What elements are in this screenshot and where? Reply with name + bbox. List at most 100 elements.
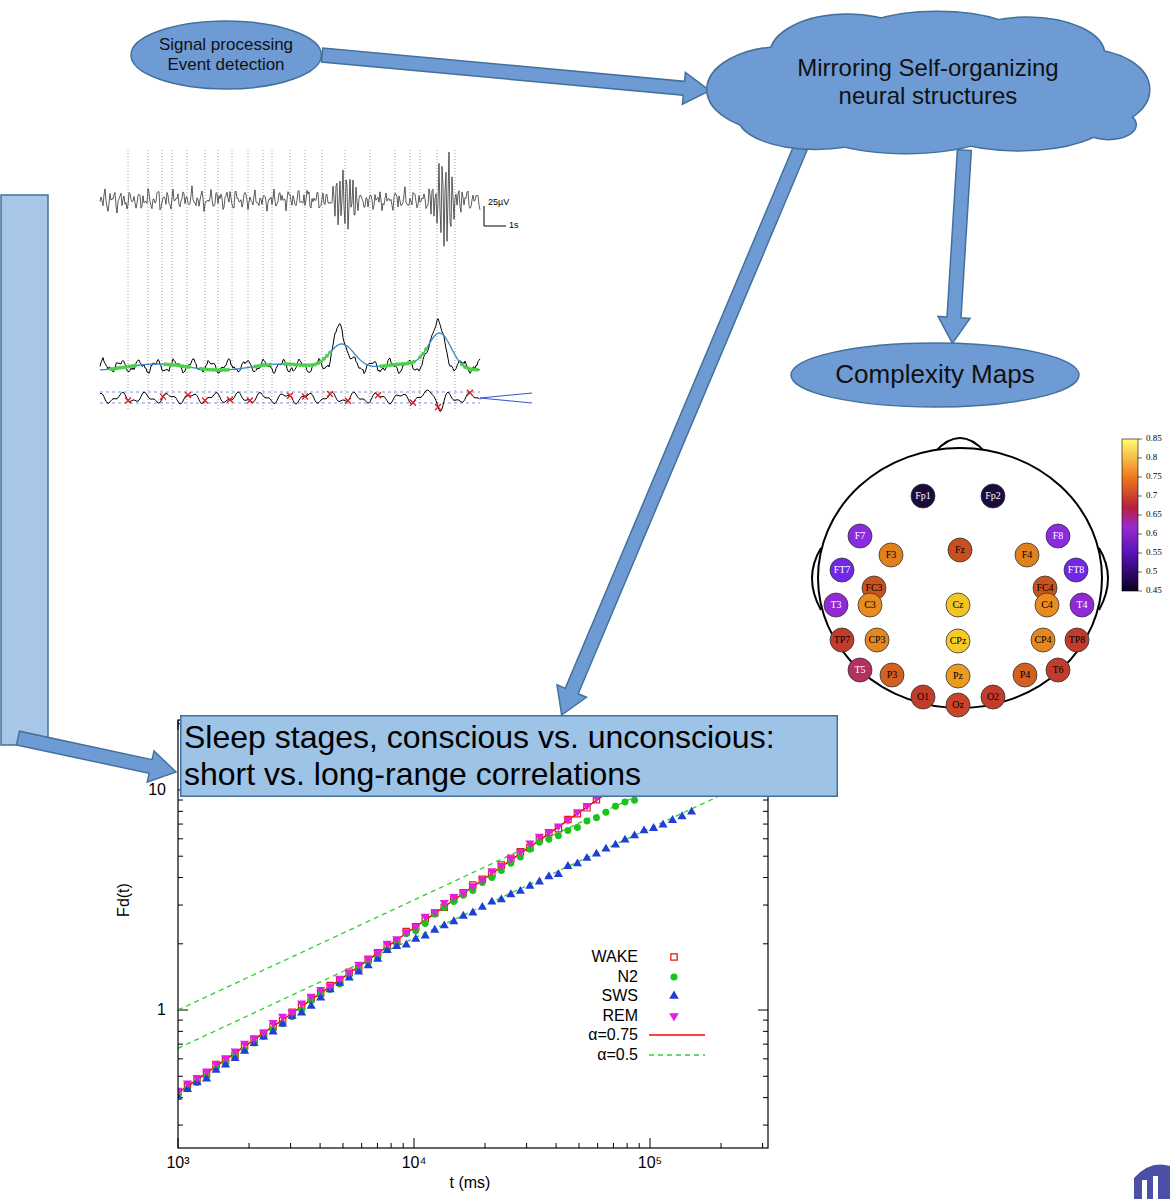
electrode-circle: F4	[1014, 542, 1040, 568]
data-point	[392, 936, 401, 944]
colorbar-tick: 0.45	[1146, 586, 1162, 596]
colorbar-tick: 0.55	[1146, 548, 1162, 558]
legend-sample	[646, 949, 708, 965]
ellipse-fill	[1046, 524, 1070, 548]
x-tick	[639, 1143, 640, 1148]
data-point	[345, 970, 354, 978]
node-text: P4	[1020, 669, 1031, 681]
y-tick	[178, 905, 183, 906]
ellipse-fill	[1070, 593, 1094, 617]
cloud-lump	[770, 40, 1085, 125]
y-tick	[763, 877, 768, 878]
data-point	[620, 835, 629, 843]
y-tick	[178, 1076, 183, 1077]
colorbar-tick: 0.85	[1146, 434, 1162, 444]
node-text: Cz	[952, 599, 963, 611]
electrode-circle: Oz	[945, 692, 971, 718]
x-tick	[361, 1143, 362, 1148]
colorbar-tick: 0.6	[1146, 529, 1157, 539]
scale-bar	[484, 206, 506, 226]
event-cross	[227, 397, 233, 403]
event-line	[370, 150, 371, 410]
data-point	[202, 1068, 211, 1076]
data-point	[544, 829, 553, 837]
ellipse-fill	[879, 543, 903, 567]
event-line	[248, 150, 249, 410]
electrode-circle: Fp2	[980, 483, 1006, 509]
node-text: CP4	[1034, 634, 1051, 646]
event-markers	[128, 150, 455, 410]
event-cross	[302, 394, 308, 400]
data-point	[592, 849, 601, 857]
x-tick	[342, 1143, 343, 1148]
event-line	[437, 150, 438, 410]
node-text: Mirroring Self-organizing neural structu…	[778, 54, 1078, 109]
event-line	[410, 150, 411, 410]
detection-dot	[424, 347, 428, 351]
event-cross	[435, 404, 441, 410]
x-tick	[721, 1143, 722, 1148]
node-text: T4	[1076, 599, 1087, 611]
detection-dot	[325, 354, 329, 358]
x-tick	[613, 1143, 614, 1148]
electrode-circle: O2	[980, 684, 1006, 710]
node-text: F7	[855, 530, 866, 542]
node-text: FC4	[1036, 582, 1053, 594]
event-line	[232, 150, 233, 410]
data-point	[402, 929, 411, 937]
y-tick	[763, 824, 768, 825]
detection-dot	[421, 352, 425, 356]
electrode-circle: Cz	[945, 592, 971, 618]
data-point	[468, 908, 477, 916]
x-tick	[290, 1143, 291, 1148]
node-text: Fp2	[985, 490, 1001, 502]
legend-marker	[669, 1013, 679, 1021]
electrode-circle: Pz	[945, 663, 971, 689]
data-point	[525, 881, 534, 889]
ellipse-fill	[946, 593, 970, 617]
y-tick	[178, 1031, 183, 1032]
legend-text: N2	[618, 968, 638, 986]
smoothed-trace	[100, 333, 480, 370]
axis-title: Fd(t)	[115, 883, 133, 917]
legend-text: α=0.5	[597, 1046, 638, 1064]
data-point	[354, 962, 363, 970]
ellipse-fill	[1065, 628, 1089, 652]
x-tick	[377, 1143, 378, 1148]
text-group: O2	[987, 691, 999, 703]
axis-title: t (ms)	[450, 1174, 491, 1192]
node-text: T6	[1052, 664, 1063, 676]
x-tick	[578, 1143, 579, 1148]
axis-tick-label: 10	[148, 781, 166, 799]
node-text: C4	[1041, 599, 1053, 611]
electrode-circle: C4	[1034, 592, 1060, 618]
colorbar-tick: 0.8	[1146, 453, 1157, 463]
ellipse-fill	[848, 658, 872, 682]
legend-marker	[671, 954, 677, 960]
data-point	[288, 1010, 297, 1018]
data-point	[622, 799, 629, 806]
node-text: F8	[1053, 530, 1064, 542]
electrode-circle: FT8	[1063, 557, 1089, 583]
ellipse-fill	[946, 664, 970, 688]
text-group: T4	[1076, 599, 1087, 611]
ellipse-fill	[830, 628, 854, 652]
x-tick	[403, 1143, 404, 1148]
event-cross	[375, 392, 381, 398]
data-point	[231, 1048, 240, 1056]
ellipse-fill	[1015, 543, 1039, 567]
data-point	[602, 809, 609, 816]
data-point	[192, 1075, 201, 1083]
text-group: CPz	[950, 635, 967, 647]
event-line	[187, 150, 188, 410]
envelope-trace	[100, 319, 480, 374]
ellipse-fill	[131, 21, 321, 89]
data-point	[535, 834, 544, 842]
ellipse-fill	[981, 484, 1005, 508]
x-tick	[249, 1143, 250, 1148]
data-point	[430, 909, 439, 917]
detection-dot	[226, 368, 230, 372]
node-text: FT8	[1068, 564, 1085, 576]
electrode-circle: T6	[1045, 657, 1071, 683]
data-point	[440, 920, 449, 928]
